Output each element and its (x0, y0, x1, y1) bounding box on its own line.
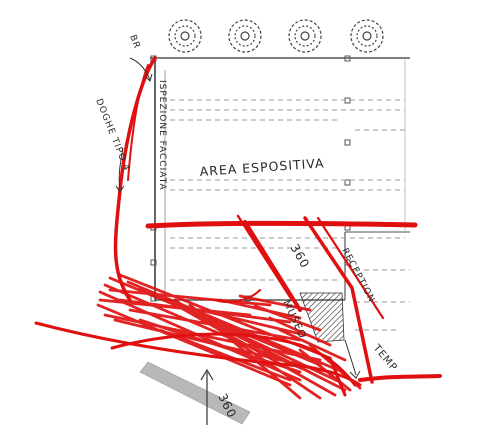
tree-icon (350, 19, 384, 53)
tree-icon (288, 19, 322, 53)
arrow-up-icon (200, 368, 214, 425)
label-top-mark: BR (127, 34, 141, 51)
tree-row (168, 19, 384, 53)
label-museo: MUSEO (280, 299, 308, 341)
tree-icon (168, 19, 202, 53)
red-marker-strokes (34, 56, 442, 400)
label-doghe-tipo: DOGHE TIPO 4 (93, 97, 131, 173)
tree-icon (228, 19, 262, 53)
label-area-espositiva: AREA ESPOSITIVA (199, 155, 325, 179)
building-plan (150, 55, 410, 302)
ground-band (139, 361, 251, 425)
label-temp: TEMP (370, 342, 399, 374)
label-360-upper: 360 (287, 242, 312, 271)
annotation-arrows (115, 57, 361, 379)
exhibit-rows (170, 99, 410, 331)
label-ispezione-facciata: ISPEZIONE FACCIATA (157, 80, 167, 191)
